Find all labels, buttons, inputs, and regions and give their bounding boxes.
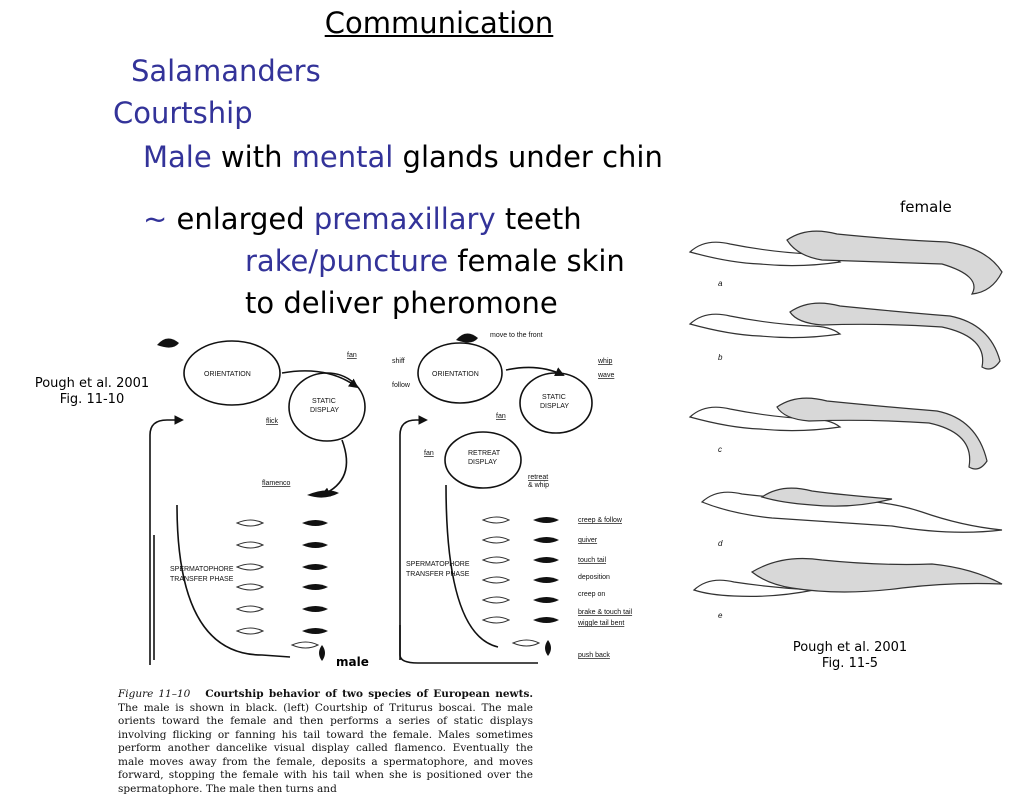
figure-panel-b: [688, 302, 1001, 370]
panel-letter-e: e: [718, 611, 723, 620]
caption-body: The male is shown in black. (left) Court…: [118, 701, 533, 795]
label-transfer-phase: TRANSFER PHASE: [170, 576, 234, 583]
salamander-outlines-left: [235, 519, 320, 649]
label-retreat-whip-1: retreat: [528, 474, 548, 481]
panel-letter-d: d: [718, 539, 723, 548]
step-wiggle-tail-bent: wiggle tail bent: [577, 620, 624, 627]
label-shiff: shiff: [392, 358, 405, 365]
male-label: male: [336, 655, 369, 669]
label-retreat-whip-2: & whip: [528, 482, 549, 489]
text-with: with: [211, 140, 292, 174]
citation-right-fig: Fig. 11-5: [821, 656, 879, 671]
female-label: female: [900, 198, 952, 216]
term-male: Male: [143, 140, 212, 174]
caption-label: Figure 11–10: [118, 688, 191, 700]
panel-letter-c: c: [718, 445, 722, 454]
citation-left-fig: Fig. 11-10: [59, 392, 125, 407]
courtship-diagram-right: move to the front shiff follow ORIENTATI…: [392, 332, 633, 664]
label-retreat: RETREAT: [468, 450, 501, 457]
citation-right-author: Pough et al. 2001: [792, 640, 908, 655]
bullet-male-mental-glands: Male with mental glands under chin: [143, 140, 663, 174]
label-orientation-right: ORIENTATION: [432, 371, 479, 378]
term-mental: mental: [291, 140, 394, 174]
step-creep-follow: creep & follow: [578, 517, 623, 524]
step-quiver: quiver: [578, 537, 598, 544]
citation-left: Pough et al. 2001 Fig. 11-10: [28, 376, 156, 408]
figure-panel-e: [692, 557, 1003, 597]
label-wave: wave: [597, 372, 614, 379]
step-creep-on: creep on: [578, 591, 605, 598]
female-salamander-b: [688, 313, 842, 339]
bullet-courtship: Courtship: [113, 96, 253, 130]
bullet-rake-puncture: rake/puncture female skin: [245, 244, 625, 278]
label-fan-right-1: fan: [496, 413, 506, 420]
citation-right: Pough et al. 2001 Fig. 11-5: [780, 640, 920, 672]
figure-panel-d: [700, 487, 1003, 533]
female-salamander-c: [688, 406, 842, 432]
salamander-outlines-right: [481, 516, 541, 647]
courtship-figure-right: a b c d e: [688, 230, 1003, 620]
bullet-premaxillary-teeth: ~ enlarged premaxillary teeth: [143, 202, 582, 236]
figure-panel-a: [688, 230, 1003, 295]
salamander-silhouettes-right: [456, 333, 559, 656]
cycle-arrows-right: [399, 342, 593, 664]
figure-caption: Figure 11–10 Courtship behavior of two s…: [118, 688, 533, 796]
term-rake-puncture: rake/puncture: [245, 244, 449, 278]
caption-title: Courtship behavior of two species of Eur…: [205, 688, 534, 700]
step-deposition: deposition: [578, 574, 610, 581]
label-fan-right-2: fan: [424, 450, 434, 457]
slide-title: Communication: [324, 6, 554, 40]
label-flamenco: flamenco: [262, 480, 291, 487]
text-enlarged: enlarged: [176, 202, 314, 236]
label-static: STATIC: [312, 398, 336, 405]
salamander-silhouettes-left: [157, 338, 339, 661]
text-female-skin: female skin: [448, 244, 625, 278]
cycle-arrows-left: [149, 340, 366, 665]
tilde-marker: ~: [143, 202, 177, 236]
label-spermatophore: SPERMATOPHORE: [170, 566, 234, 573]
male-salamander-a: [786, 230, 1003, 295]
step-touch-tail: touch tail: [578, 557, 606, 564]
male-salamander-c: [776, 397, 988, 470]
panel-letter-a: a: [718, 279, 723, 288]
panel-letter-b: b: [718, 353, 723, 362]
label-spermatophore-right: SPERMATOPHORE: [406, 561, 470, 568]
step-brake-touch-tail: brake & touch tail: [578, 609, 633, 616]
bullet-deliver-pheromone: to deliver pheromone: [245, 286, 558, 320]
citation-left-author: Pough et al. 2001: [34, 376, 150, 391]
text-glands: glands under chin: [393, 140, 663, 174]
bullet-salamanders: Salamanders: [131, 54, 321, 88]
label-orientation: ORIENTATION: [204, 371, 251, 378]
label-move-front: move to the front: [490, 332, 543, 339]
label-display-right: DISPLAY: [540, 403, 569, 410]
label-retreat-display: DISPLAY: [468, 459, 497, 466]
label-static-right: STATIC: [542, 394, 566, 401]
label-display: DISPLAY: [310, 407, 339, 414]
male-salamander-e: [750, 557, 1003, 593]
male-salamander-b: [789, 302, 1001, 370]
figure-panel-c: [688, 397, 988, 470]
label-fan: fan: [347, 352, 357, 359]
label-whip: whip: [597, 358, 613, 365]
label-flick: flick: [266, 418, 279, 425]
courtship-diagram-left: ORIENTATION STATIC DISPLAY fan flick fla…: [149, 338, 366, 665]
label-transfer-phase-right: TRANSFER PHASE: [406, 571, 470, 578]
male-salamander-d: [760, 487, 893, 507]
term-premaxillary: premaxillary: [313, 202, 496, 236]
label-follow: follow: [392, 382, 411, 389]
step-push-back: push back: [578, 652, 610, 659]
text-teeth: teeth: [495, 202, 582, 236]
